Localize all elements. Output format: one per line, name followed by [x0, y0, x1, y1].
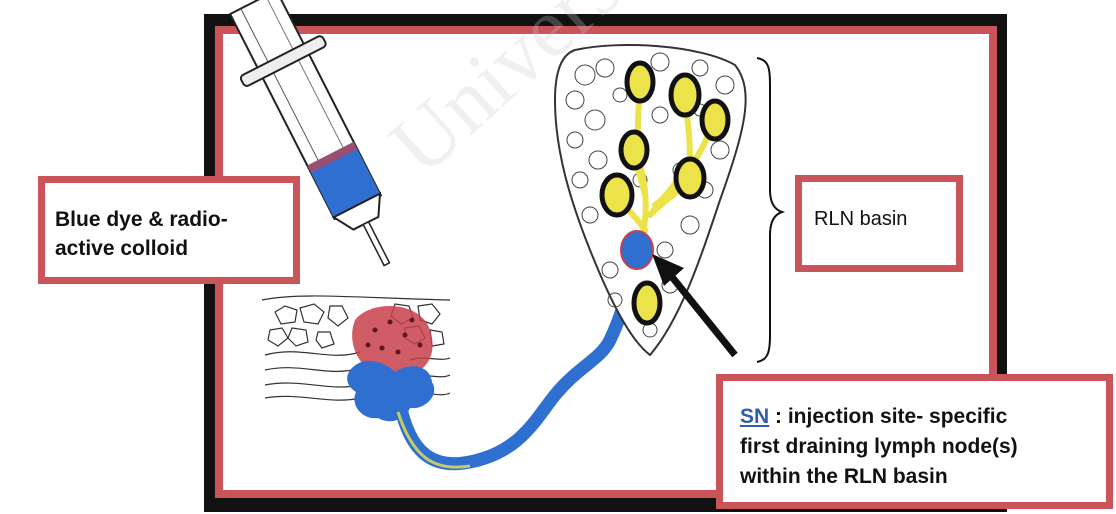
rln-basin-label: RLN basin [814, 208, 956, 231]
dye-label-line1: Blue dye & radio- [55, 205, 293, 234]
dye-label-box: Blue dye & radio- active colloid [38, 176, 300, 284]
sentinel-node [621, 231, 653, 269]
sn-definition-box: SN : injection site- specific first drai… [716, 374, 1113, 509]
rln-basin-label-box: RLN basin [795, 175, 963, 272]
injection-site [347, 306, 434, 421]
sn-line1: SN : injection site- specific [740, 402, 1106, 432]
sn-abbreviation: SN [740, 405, 769, 428]
sn-line1-rest: : injection site- specific [769, 405, 1007, 428]
dye-label-line2: active colloid [55, 234, 293, 263]
sn-line2: first draining lymph node(s) [740, 432, 1106, 462]
sn-line3: within the RLN basin [740, 462, 1106, 492]
